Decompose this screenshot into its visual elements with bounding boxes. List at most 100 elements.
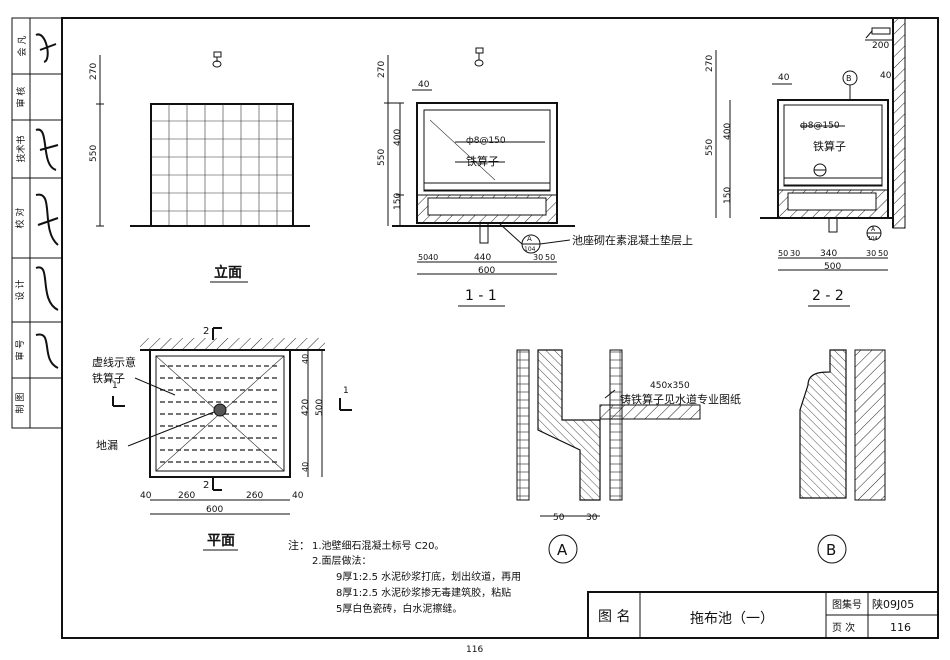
callout-ref: A [527,235,532,243]
dim-label: 50 [545,253,555,262]
dim-label: 400 [393,129,403,146]
view-title: 立面 [214,264,242,281]
dim-label: 40 [778,73,790,83]
view-title: 平面 [207,533,235,549]
dim-label: 270 [377,61,387,78]
sidebar: 会 凡 审 核 技术书 校 对 设 计 审 号 制 图 [11,17,63,429]
rebar-label: ф8@150 [466,136,506,146]
drawing-name: 拖布池（一） [690,611,774,627]
sidebar-row-label: 设 计 [14,280,26,301]
dim-label: 150 [393,193,403,210]
dim-label: 50 [878,249,888,258]
drain-label: 地漏 [96,439,118,452]
dim-label: 440 [474,253,491,263]
faucet-icon [865,27,891,39]
note-line: 1.池壁细石混凝土标号 C20。 [312,539,444,552]
dim-label: 200 [872,41,889,51]
dim-label: 600 [206,505,223,515]
title-block: 图 名 拖布池（一） 图集号 陕09J05 页 次 116 [587,591,939,639]
dim-label: 150 [723,187,733,204]
dim-label: 600 [478,266,495,276]
dim-label: 50 [778,249,788,258]
section-2-2-view: 200 B ф8@150 铁算子 A 104 40 40 270 550 400… [705,17,906,307]
section-1-1-view: ф8@150 铁算子 270 550 400 150 40 A 104 池座砌在… [377,47,693,307]
dim-label: 30 [533,253,543,262]
detail-label: B [826,541,836,559]
callout-sheet: 104 [524,246,536,253]
dim-label: 40 [428,253,438,262]
grate-note: 铸铁算子见水道专业图纸 [620,392,741,406]
dim-label: 30 [586,513,598,523]
dim-label: 50 [418,253,428,262]
cut-mark: 2 [203,326,209,337]
notes-block: 注： 1.池壁细石混凝土标号 C20。 2.面层做法： 9厚1:2.5 水泥砂浆… [288,538,521,615]
dim-label: 500 [315,399,325,416]
dim-label: 50 [553,513,565,523]
grate-label: 铁算子 [813,139,846,153]
dim-label: 40 [301,354,310,364]
cut-mark: 1 [343,386,349,396]
floor-drain-icon [213,403,227,417]
dim-label: 270 [89,63,99,80]
detail-label: A [557,541,568,559]
dim-label: 500 [824,262,841,272]
grate-size: 450x350 [650,381,690,391]
sidebar-row-label: 审 号 [14,340,26,361]
callout-ref: A [871,226,876,233]
atlas-number: 陕09J05 [872,597,914,611]
plan-view: 2 2 1 1 虚线示意 铁算子 地漏 40 420 500 40 40 260… [92,326,352,551]
page-number: 116 [890,621,911,634]
dim-label: 420 [301,399,311,416]
dim-label: 30 [790,249,800,258]
rebar-label: ф8@150 [800,121,840,131]
detail-a-view: 450x350 铸铁算子见水道专业图纸 50 30 A [516,349,741,564]
dim-label: 260 [246,491,263,501]
notes-lead: 注： [288,538,310,552]
footer-page-number: 116 [466,645,483,655]
dim-label: 550 [377,149,387,166]
detail-b-marker [817,534,847,564]
dim-label: 40 [140,491,152,501]
dim-label: 30 [866,249,876,258]
view-title: 2 - 2 [812,288,844,304]
tile-wall [150,103,294,227]
dim-label: 40 [292,491,304,501]
note-line: 8厚1:2.5 水泥砂浆掺无毒建筑胶，粘贴 [336,586,511,599]
dim-label: 340 [820,249,837,259]
callout-sheet: 104 [868,236,878,242]
sidebar-row-label: 制 图 [14,393,26,414]
note-line: 2.面层做法： [312,554,372,567]
dim-label: 40 [880,71,892,81]
sidebar-row-label: 校 对 [14,208,26,229]
elevation-view: 270 550 立面 [89,51,310,283]
note-line: 5厚白色瓷砖，白水泥擦缝。 [336,602,462,615]
grate-label: 铁算子 [466,154,499,168]
dim-label: 270 [705,55,715,72]
dashed-label: 虚线示意 [92,355,136,369]
note-line: 9厚1:2.5 水泥砂浆打底，划出纹道，再用 [336,570,521,583]
dim-label: 400 [723,123,733,140]
detail-b-view: B [799,349,886,564]
dim-label: 40 [418,80,430,90]
dim-label: 550 [705,139,715,156]
sidebar-row-label: 会 凡 [16,36,28,57]
faucet-icon [212,51,222,68]
callout-ref: B [846,74,852,83]
dim-label: 40 [301,462,310,472]
cut-mark: 2 [203,480,209,491]
sidebar-row-label: 技术书 [15,135,27,162]
atlas-label: 图集号 [832,598,862,611]
cut-mark: 1 [112,381,118,391]
dim-label: 260 [178,491,195,501]
detail-a-marker [548,534,578,564]
base-note: 池座砌在素混凝土垫层上 [572,233,693,247]
sidebar-row-label: 审 核 [15,87,27,108]
grate-label: 铁算子 [92,371,125,385]
sheet-border [61,17,939,639]
title-label: 图 名 [598,609,630,625]
dim-label: 550 [89,145,99,162]
page-label: 页 次 [832,621,855,634]
view-title: 1 - 1 [465,288,497,304]
faucet-icon [474,47,484,67]
